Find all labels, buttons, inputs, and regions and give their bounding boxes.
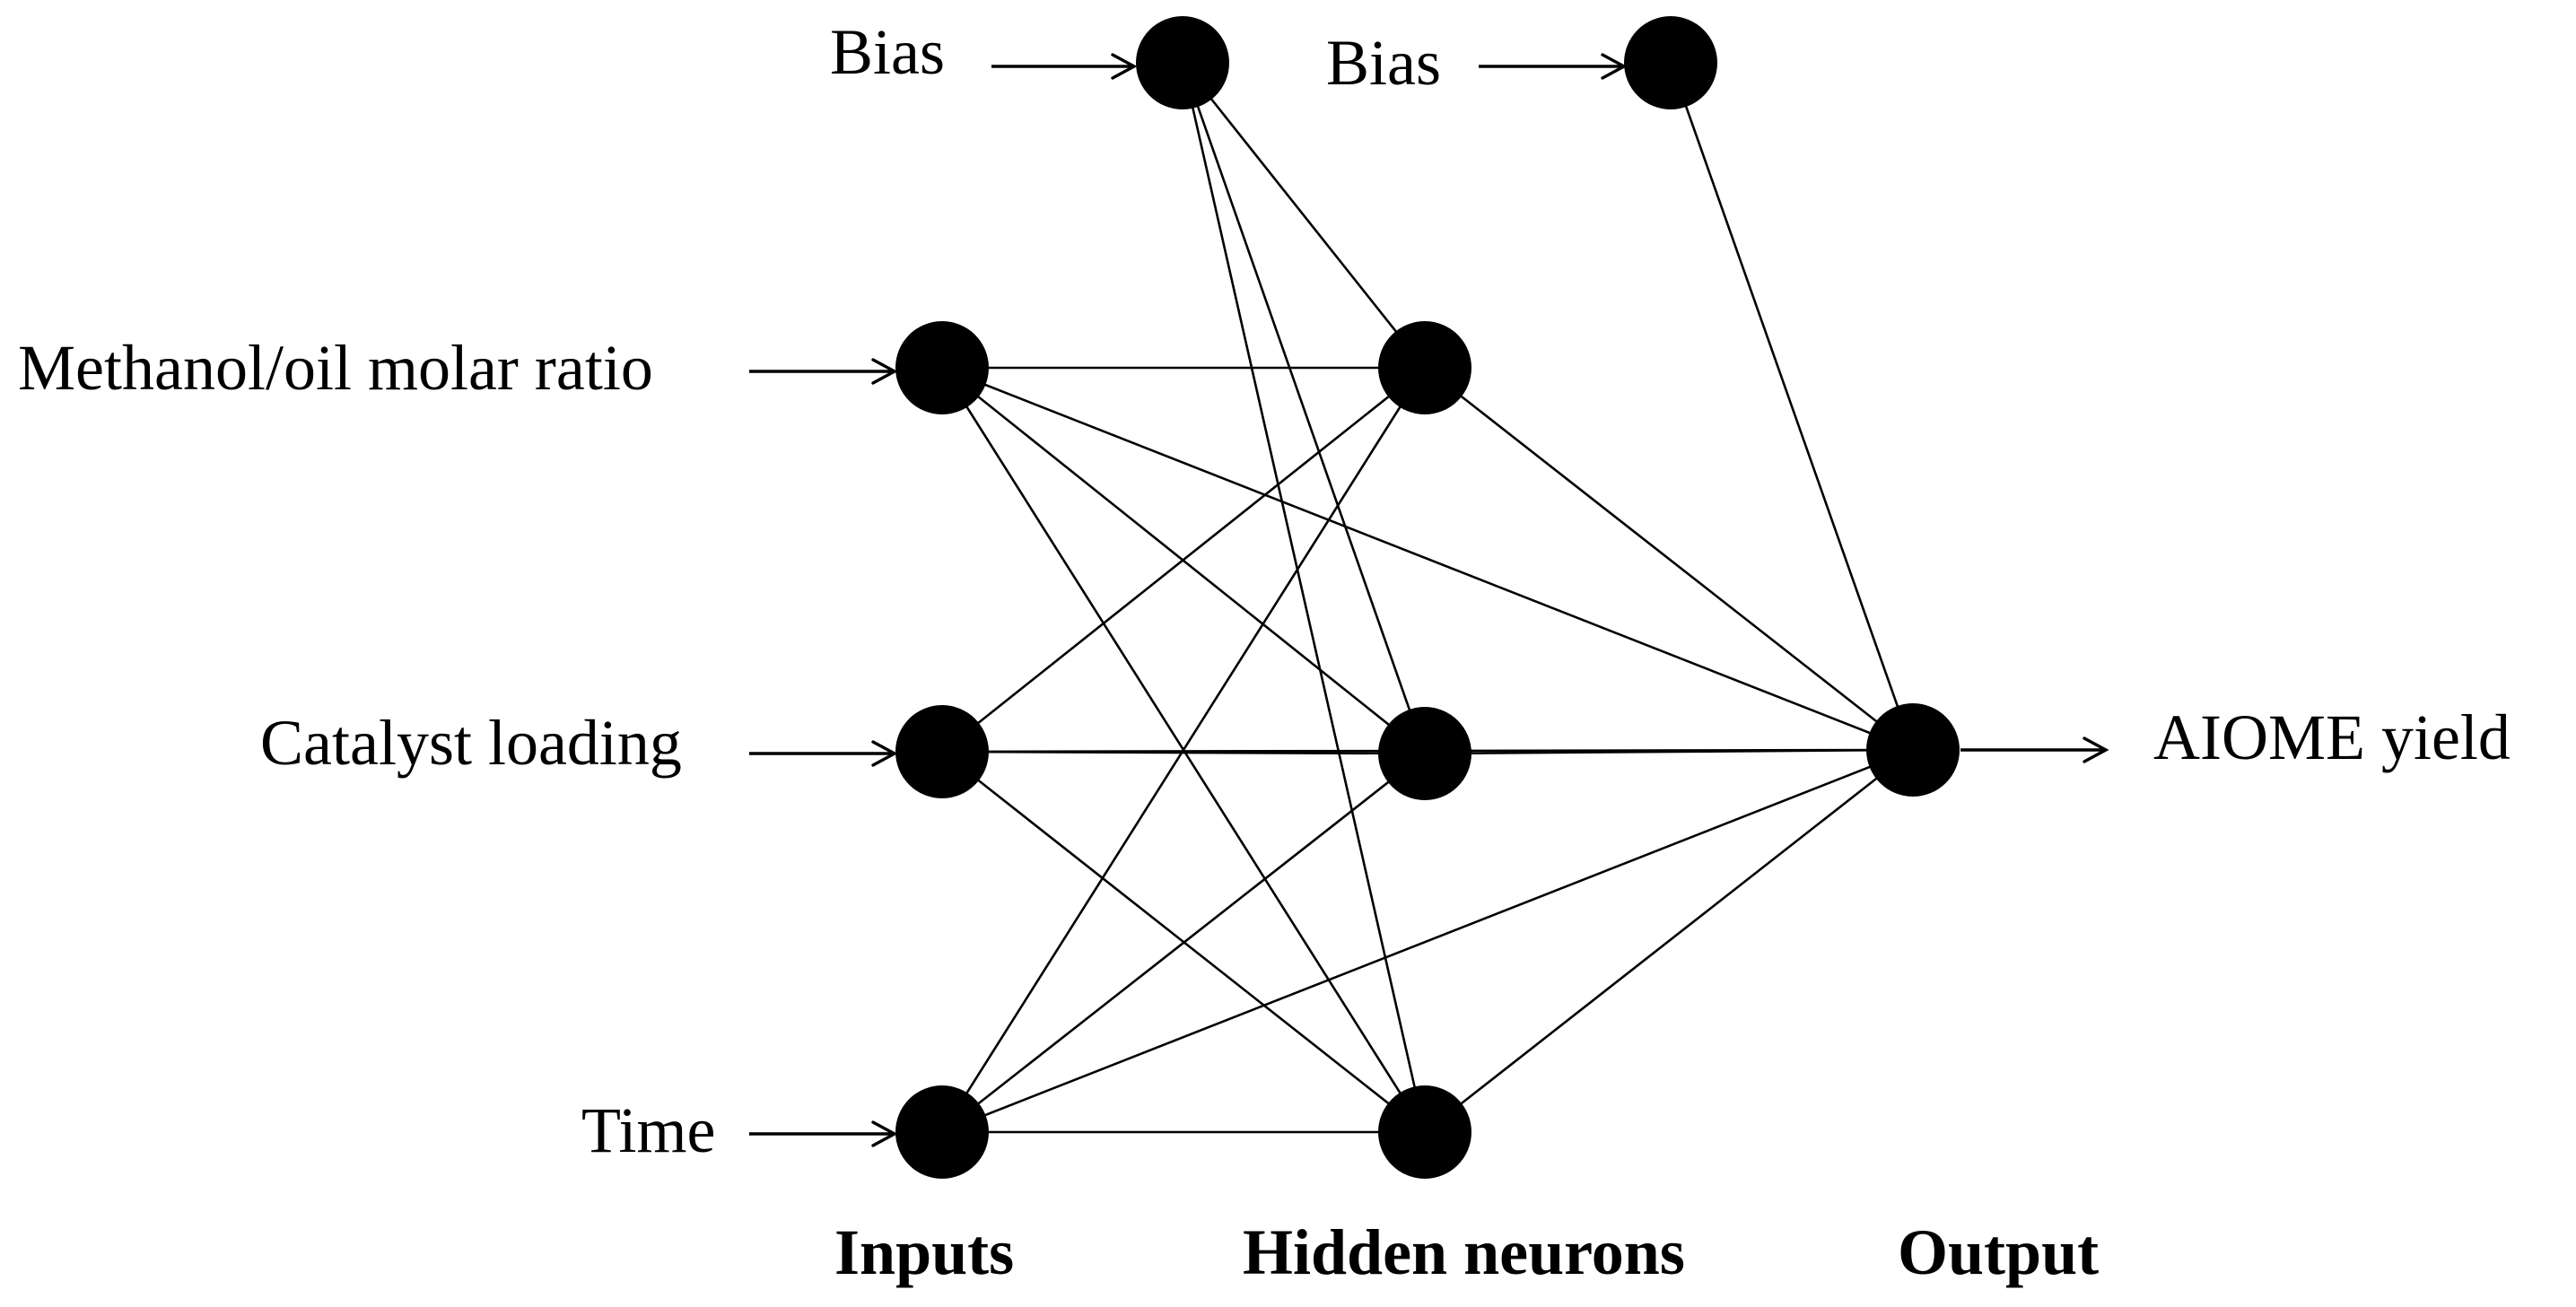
edge-hidden-2-to-output [1424,748,1914,755]
edge-input-1-to-output [941,366,1914,752]
input-node-2 [895,705,989,798]
output-node [1866,703,1960,797]
connections [940,62,1915,1134]
input-node-1 [895,321,989,414]
arrow-output [1960,736,2109,763]
bias-node-hidden-layer [1624,16,1717,109]
edge-hidden-1-to-output [1424,366,1914,752]
input-node-3 [895,1085,989,1179]
edge-input-2-to-hidden-1 [941,366,1426,754]
edge-input-3-to-output [941,748,1914,1134]
arrow-input-1 [749,358,898,385]
node-labels: Bias Bias Methanol/oil molar ratio Catal… [18,16,2511,1166]
layer-title-hidden: Hidden neurons [1243,1216,1685,1288]
edge-bias-to-hidden-3 [1181,62,1427,1133]
edge-bias-to-hidden-1 [1181,62,1427,369]
output-label: AIOME yield [2153,701,2511,773]
edge-hidden-3-to-output [1424,748,1914,1134]
edge-bias-hidden-to-output [1669,62,1915,751]
input-3-label: Time [581,1094,715,1166]
edge-input-3-to-hidden-1 [940,367,1427,1133]
bias-input-label: Bias [830,16,945,88]
input-2-label: Catalyst loading [260,707,682,779]
neurons [895,16,1960,1179]
input-1-label: Methanol/oil molar ratio [18,332,653,404]
hidden-node-2 [1378,707,1471,800]
edge-input-3-to-hidden-2 [941,752,1426,1134]
input-arrows [749,53,2109,1147]
edge-bias-to-hidden-2 [1181,62,1427,754]
bias-hidden-label: Bias [1326,27,1441,99]
bias-node-input-layer [1136,16,1229,109]
arrow-bias-hidden [1479,53,1628,80]
hidden-node-3 [1378,1085,1471,1179]
layer-title-inputs: Inputs [834,1216,1014,1288]
layer-title-output: Output [1898,1216,2099,1288]
arrow-bias-input [991,53,1138,80]
arrow-input-3 [749,1120,898,1147]
hidden-node-1 [1378,321,1471,414]
arrow-input-2 [749,740,898,767]
layer-titles: Inputs Hidden neurons Output [834,1216,2099,1288]
